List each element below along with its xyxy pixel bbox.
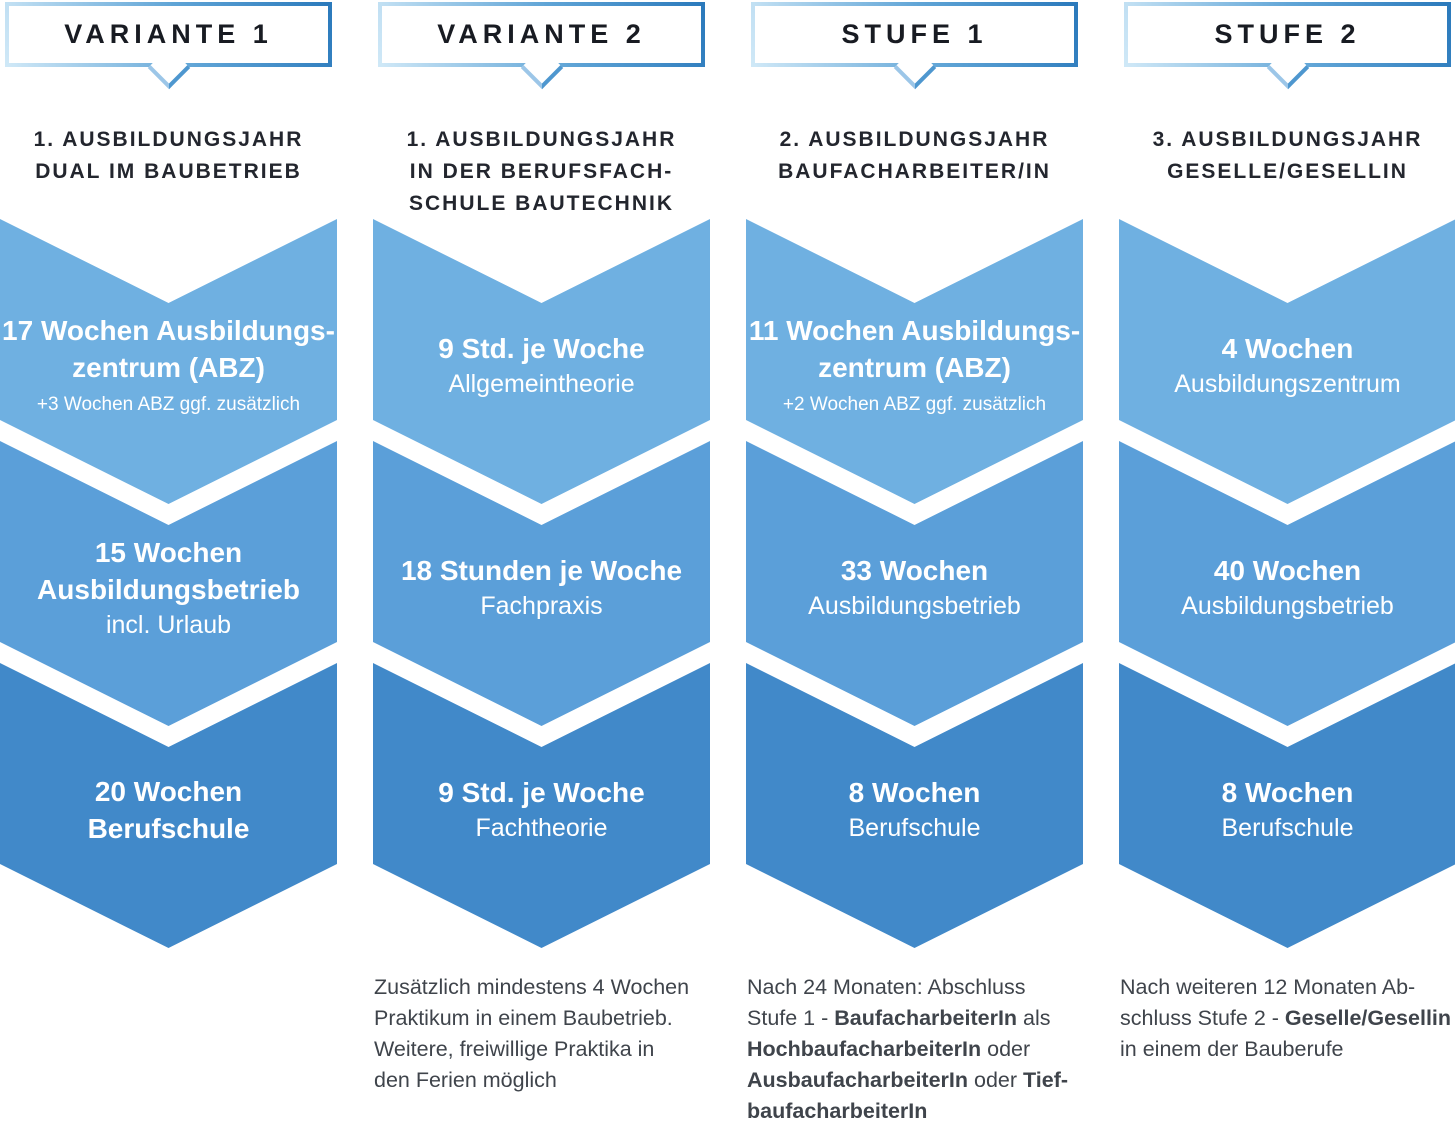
chevron-text: 33 Wochen — [840, 555, 989, 586]
footnote-text-bold: AusbaufacharbeiterIn — [747, 1068, 969, 1092]
badge-variante-1: VARIANTE 1 — [5, 2, 332, 90]
chevron-text: 17 Wochen Ausbildungs- — [2, 315, 335, 346]
chevron-note: Ausbildungsbetrieb — [808, 592, 1021, 620]
column-variante-2: VARIANTE 2 1. AUSBILDUNGSJAHR IN DER BER… — [373, 2, 710, 1092]
chevron-note: Ausbildungsbetrieb — [1181, 592, 1394, 620]
badge-pointer-icon — [893, 46, 936, 90]
footnote-text: in einem der Bauberufe — [1120, 1037, 1344, 1061]
chevron-note: +3 Wochen ABZ ggf. zusätzlich — [36, 394, 301, 415]
chevron-note: Allgemeintheorie — [448, 370, 635, 398]
chevron-text: 8 Wochen — [848, 777, 981, 808]
footnote-text-bold: BaufacharbeiterIn — [834, 1006, 1018, 1030]
badge-label: STUFE 1 — [841, 19, 988, 49]
footnote-text-bold: Geselle/Gesellin — [1284, 1006, 1452, 1030]
chevron-text: zentrum (ABZ) — [818, 352, 1011, 383]
chevron-text: 40 Wochen — [1213, 555, 1362, 586]
chevron-text: 9 Std. je Woche — [438, 333, 645, 364]
chevron-note: Berufschule — [1221, 814, 1354, 842]
chevron-text: zentrum (ABZ) — [72, 352, 265, 383]
footnote: Nach 24 Monaten: Abschluss Stufe 1 - Bau… — [747, 972, 1095, 1127]
chevron-stack: 4 Wochen Ausbildungszentrum 40 Wochen Au… — [1119, 219, 1455, 948]
badge-label: VARIANTE 1 — [64, 19, 273, 49]
chevron-stack: 17 Wochen Ausbildungs- zentrum (ABZ) +3 … — [0, 219, 337, 948]
chevron-text: 20 Wochen — [94, 775, 243, 807]
badge-label: STUFE 2 — [1214, 19, 1361, 49]
footnote-text-bold: HochbaufacharbeiterIn — [747, 1037, 982, 1061]
footnote-text: Nach weiteren 12 Monaten Ab- schluss Stu… — [1120, 975, 1416, 1030]
title-line: BAUFACHARBEITER/IN — [778, 160, 1051, 183]
column-stufe-1: STUFE 1 2. AUSBILDUNGSJAHR BAUFACHARBEIT… — [746, 2, 1083, 1123]
footnote: Nach weiteren 12 Monaten Ab- schluss Stu… — [1120, 972, 1455, 1065]
chevron-text: 18 Stunden je Woche — [400, 555, 683, 586]
footnote: Zusätzlich mindestens 4 Wochen Praktikum… — [374, 972, 722, 1096]
column-variante-1: VARIANTE 1 1. AUSBILDUNGSJAHR DUAL IM BA… — [0, 2, 337, 948]
badge-pointer-icon — [1266, 46, 1309, 90]
badge-stufe-1: STUFE 1 — [751, 2, 1078, 90]
badge-pointer-icon — [520, 46, 563, 90]
title-line: GESELLE/GESELLIN — [1167, 160, 1408, 183]
title-line: DUAL IM BAUBETRIEB — [35, 160, 302, 183]
chevron-text: 9 Std. je Woche — [438, 777, 645, 808]
badge-stufe-2: STUFE 2 — [1124, 2, 1451, 90]
chevron-segment-abz: 17 Wochen Ausbildungs- zentrum (ABZ) +3 … — [0, 219, 337, 504]
column-title: 1. AUSBILDUNGSJAHR IN DER BERUFSFACH- SC… — [373, 124, 710, 217]
footnote-text: als — [1023, 1006, 1051, 1030]
title-line: 1. AUSBILDUNGSJAHR — [33, 128, 304, 151]
column-title: 3. AUSBILDUNGSJAHR GESELLE/GESELLIN — [1119, 124, 1455, 217]
footnote-text: oder — [968, 1068, 1024, 1092]
chevron-stack: 11 Wochen Ausbildungs- zentrum (ABZ) +2 … — [746, 219, 1083, 948]
chevron-text: Ausbildungsbetrieb — [37, 573, 300, 605]
chevron-text: 4 Wochen — [1221, 333, 1354, 364]
chevron-text: Berufschule — [87, 812, 250, 844]
chevron-segment-abz: 4 Wochen Ausbildungszentrum — [1119, 219, 1455, 504]
badge-pointer-icon — [147, 46, 190, 90]
badge-variante-2: VARIANTE 2 — [378, 2, 705, 90]
column-title: 1. AUSBILDUNGSJAHR DUAL IM BAUBETRIEB — [0, 124, 337, 217]
chevron-text: 11 Wochen Ausbildungs- — [748, 315, 1081, 346]
column-stufe-2: STUFE 2 3. AUSBILDUNGSJAHR GESELLE/GESEL… — [1119, 2, 1455, 1061]
footnote-text: Nach 24 Monaten: Abschluss Stufe 1 - — [747, 975, 1026, 1030]
chevron-note: Fachpraxis — [480, 592, 603, 620]
chevron-note: incl. Urlaub — [105, 610, 232, 639]
chevron-note: Ausbildungszentrum — [1174, 370, 1401, 398]
chevron-note: Fachtheorie — [475, 814, 608, 842]
title-line: 2. AUSBILDUNGSJAHR — [779, 128, 1050, 151]
title-line: 3. AUSBILDUNGSJAHR — [1152, 128, 1423, 151]
chevron-text: 15 Wochen — [94, 536, 243, 568]
chevron-note: +2 Wochen ABZ ggf. zusätzlich — [782, 394, 1047, 415]
footnote-text: oder — [987, 1037, 1031, 1061]
chevron-segment-abz: 11 Wochen Ausbildungs- zentrum (ABZ) +2 … — [746, 219, 1083, 504]
chevron-text: 8 Wochen — [1221, 777, 1354, 808]
footnote-text: Zusätzlich mindestens 4 Wochen Praktikum… — [374, 975, 690, 1092]
title-line: SCHULE BAUTECHNIK — [409, 192, 674, 215]
badge-label: VARIANTE 2 — [437, 19, 646, 49]
column-title: 2. AUSBILDUNGSJAHR BAUFACHARBEITER/IN — [746, 124, 1083, 217]
chevron-segment-allgemeintheorie: 9 Std. je Woche Allgemeintheorie — [373, 219, 710, 504]
chevron-stack: 9 Std. je Woche Allgemeintheorie 18 Stun… — [373, 219, 710, 948]
title-line: 1. AUSBILDUNGSJAHR — [406, 128, 677, 151]
chevron-note: Berufschule — [848, 814, 981, 842]
title-line: IN DER BERUFSFACH- — [409, 160, 674, 183]
